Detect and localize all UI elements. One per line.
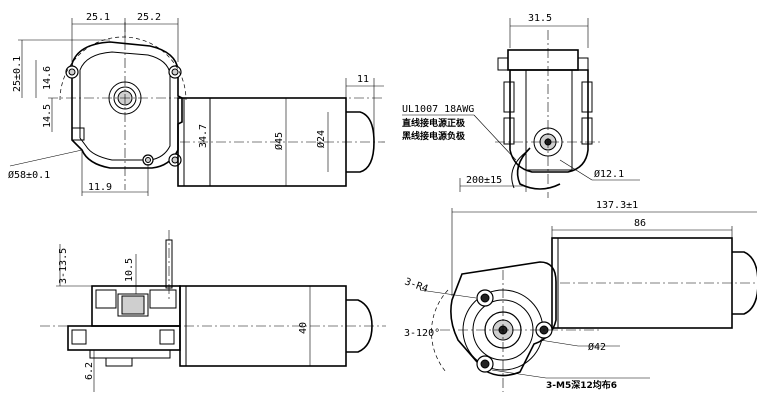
dim-d58: Ø58±0.1 (8, 169, 50, 181)
dim-11: 11 (357, 74, 369, 85)
dim-40: 40 (298, 322, 309, 334)
wire-positive-note: 直线接电源正极 (402, 117, 466, 129)
dim-25-1: 25.1 (86, 12, 110, 23)
bottom-right-view: 137.3±1 86 3-R4 3-120° Ø42 3-M5深12均布6 (403, 200, 757, 392)
dim-6-2: 6.2 (84, 362, 95, 380)
dim-d45: Ø45 (273, 132, 285, 150)
dim-d24: Ø24 (315, 130, 327, 148)
dim-86: 86 (634, 218, 646, 229)
top-left-view: 25.1 25.2 25±0.1 14.6 14.5 Ø58±0.1 11.9 … (8, 12, 385, 196)
dim-d12-1: Ø12.1 (594, 168, 624, 180)
dim-3-r4: 3-R4 (403, 276, 429, 295)
wire-spec: UL1007 18AWG (402, 104, 474, 115)
dim-200: 200±15 (466, 175, 502, 186)
top-right-view: 31.5 UL1007 18AWG 直线接电源正极 黑线接电源负极 200±15… (402, 13, 640, 198)
dim-25-2: 25.2 (137, 12, 161, 23)
dim-31-5: 31.5 (528, 13, 552, 24)
dim-25-tol: 25±0.1 (12, 56, 23, 92)
wire-negative-note: 黑线接电源负极 (402, 130, 466, 142)
dim-11-9: 11.9 (88, 182, 112, 193)
dim-d42: Ø42 (588, 341, 606, 353)
dim-3-m5: 3-M5深12均布6 (546, 379, 617, 391)
dim-34-7: 34.7 (198, 124, 209, 148)
dim-137-3: 137.3±1 (596, 200, 638, 211)
dim-10-5: 10.5 (124, 258, 135, 282)
bottom-left-view: 3-13.5 10.5 40 6.2 (40, 230, 386, 392)
dim-3-13-5: 3-13.5 (58, 248, 69, 284)
dim-14-6: 14.6 (42, 66, 53, 90)
dim-14-5: 14.5 (42, 104, 53, 128)
dim-3-120: 3-120° (404, 328, 440, 339)
